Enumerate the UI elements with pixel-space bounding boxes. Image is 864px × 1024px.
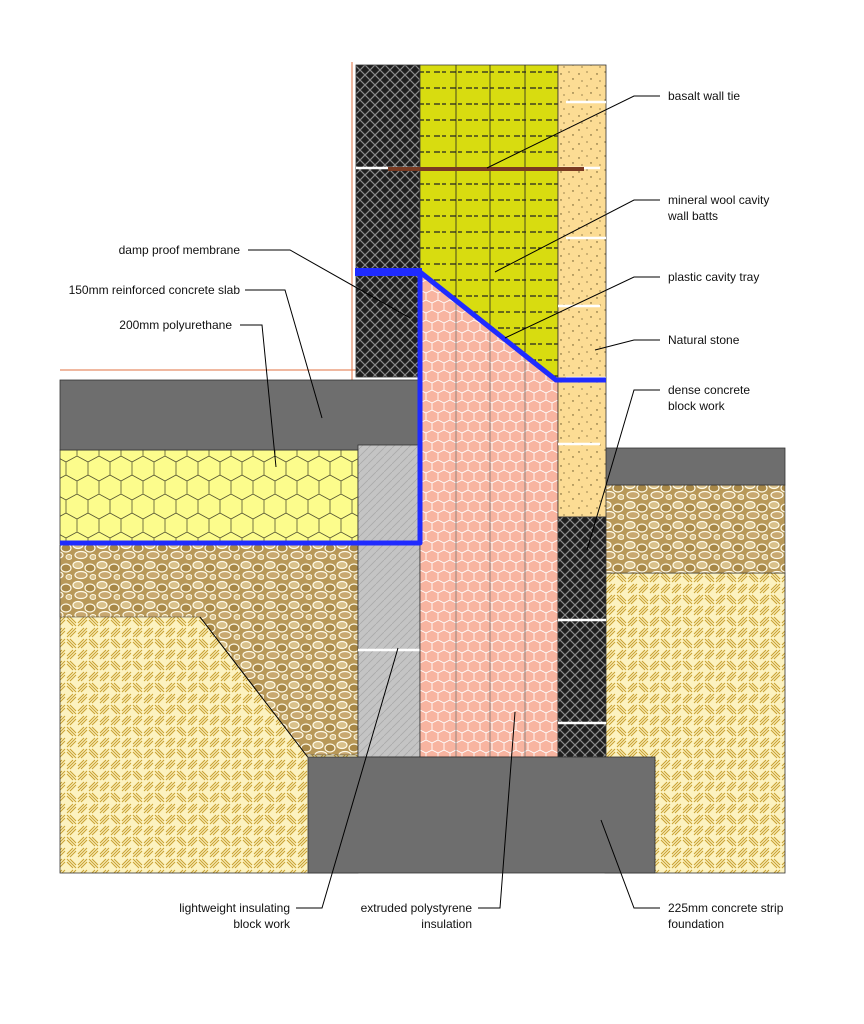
label-xps-line2: insulation xyxy=(421,917,472,931)
label-foundation-line2: foundation xyxy=(668,917,724,931)
leader-polyurethane xyxy=(240,324,277,468)
lightweight-insulating-block xyxy=(357,444,421,758)
label-dense-block-line2: block work xyxy=(668,399,726,413)
natural-stone-outer-leaf xyxy=(557,64,607,518)
label-lightweight-block-line2: block work xyxy=(233,917,291,931)
hardcore-batter-line xyxy=(199,616,311,761)
leader-dense-block xyxy=(586,389,660,551)
label-plastic-cavity-tray: plastic cavity tray xyxy=(668,270,759,284)
polyurethane-insulation xyxy=(59,449,359,545)
leader-damp-proof xyxy=(248,249,411,319)
hardcore-fill-right xyxy=(604,484,786,574)
label-mineral-wool-line1: mineral wool cavity xyxy=(668,193,769,207)
label-dense-block-line1: dense concrete xyxy=(668,383,750,397)
label-natural-stone: Natural stone xyxy=(668,333,740,347)
leader-foundation xyxy=(600,819,660,909)
label-concrete-slab: 150mm reinforced concrete slab xyxy=(69,283,241,297)
external-concrete-paving xyxy=(604,447,786,486)
label-foundation-line1: 225mm concrete strip xyxy=(668,901,784,915)
dense-concrete-block-work xyxy=(557,516,607,758)
leader-basalt-wall-tie xyxy=(486,95,660,169)
label-lightweight-block-line1: lightweight insulating xyxy=(179,901,290,915)
plastic-cavity-tray xyxy=(418,270,606,383)
label-damp-proof-membrane: damp proof membrane xyxy=(119,243,241,257)
damp-proof-membrane xyxy=(60,272,423,546)
leader-xps xyxy=(478,711,516,909)
leader-mineral-wool xyxy=(494,199,660,273)
inner-leaf-dense-block xyxy=(355,64,421,378)
concrete-strip-foundation xyxy=(307,756,656,874)
label-mineral-wool-line2: wall batts xyxy=(667,209,718,223)
leader-natural-stone xyxy=(594,339,660,351)
leader-slab xyxy=(245,289,323,419)
leader-lightweight-block xyxy=(296,647,399,909)
label-basalt-wall-tie: basalt wall tie xyxy=(668,89,740,103)
label-polyurethane: 200mm polyurethane xyxy=(119,318,232,332)
label-xps-line1: extruded polystyrene xyxy=(361,901,473,915)
leader-cavity-tray xyxy=(504,276,660,339)
reinforced-concrete-slab xyxy=(59,379,419,451)
